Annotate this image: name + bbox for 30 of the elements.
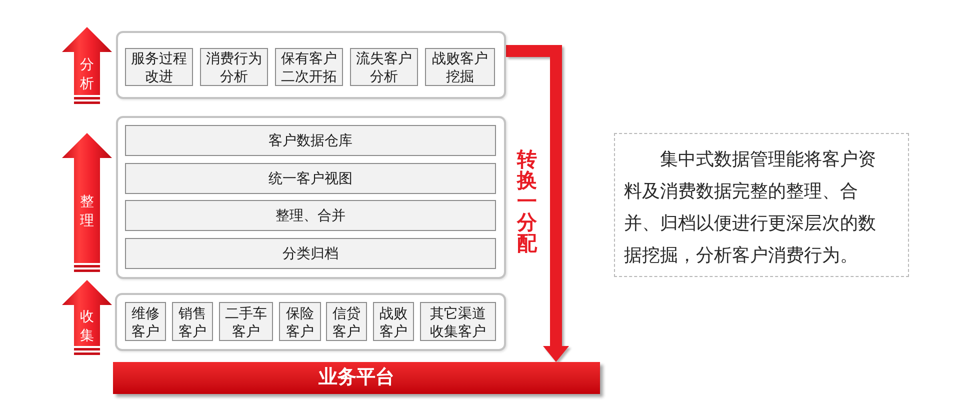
group-panel [115,293,506,351]
category-box: 战败客户 [373,302,414,341]
category-box: 流失客户分析 [350,48,418,86]
category-box: 二手车客户 [219,302,273,341]
block-arrow [62,133,112,272]
layer-box: 统一客户视图 [125,163,496,194]
platform-bar: 业务平台 [113,362,600,394]
layer-box: 分类归档 [125,238,496,269]
block-arrow [62,280,112,355]
layer-box: 客户数据仓库 [125,125,496,156]
category-box: 服务过程改进 [125,48,193,86]
arrow-label: 分析 [80,55,94,92]
category-box: 维修客户 [125,302,166,341]
arrow-label: 收集 [80,307,94,344]
category-box: 其它渠道收集客户 [420,302,496,341]
group-panel [116,116,506,279]
block-arrow [62,27,112,104]
bent-arrow [506,45,569,362]
edge-label: 转换一分配 [517,150,537,255]
category-box: 消费行为分析 [200,48,268,86]
arrow-label: 整理 [80,192,94,229]
category-box: 战败客户挖掘 [425,48,495,86]
note-box [614,133,909,277]
category-box: 销售客户 [172,302,213,341]
category-box: 信贷客户 [326,302,367,341]
category-box: 保险客户 [279,302,321,341]
category-box: 保有客户二次开拓 [275,48,343,86]
layer-box: 整理、合并 [125,200,496,231]
note-text: 集中式数据管理能将客户资料及消费数据完整的整理、合并、归档以便进行更深层次的数据挖掘，分析客户消费行为。 [624,148,877,267]
group-panel [116,31,506,99]
